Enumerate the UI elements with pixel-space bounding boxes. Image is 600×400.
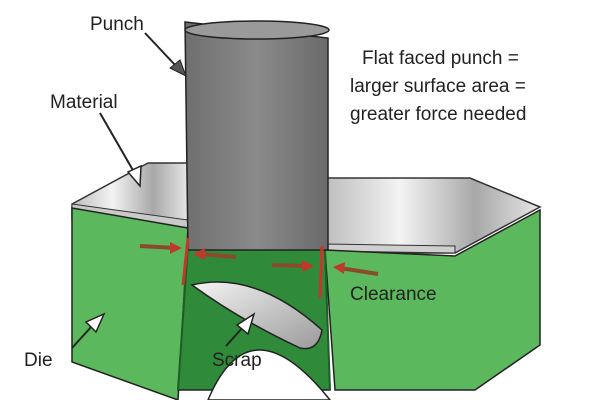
punch-label: Punch — [90, 14, 144, 35]
punch — [184, 20, 330, 251]
note-line-1: Flat faced punch = — [362, 48, 519, 69]
die-label: Die — [24, 350, 53, 371]
scrap-pointer-arrow — [225, 312, 256, 347]
scrap-slug — [190, 281, 323, 350]
die-pointer-arrow — [71, 312, 106, 349]
clearance-markers — [139, 237, 379, 299]
clearance-arrow-2 — [193, 248, 237, 260]
clearance-arrow-3 — [271, 260, 314, 272]
note-line-2: larger surface area = — [350, 76, 526, 97]
material-pointer-arrow — [99, 112, 142, 188]
scrap-label: Scrap — [212, 350, 262, 371]
note-text: Flat faced punch = larger surface area =… — [350, 48, 526, 125]
label-pointers — [71, 32, 256, 349]
clearance-arrow-1 — [139, 242, 182, 254]
punch-pointer-arrow — [144, 32, 187, 78]
material-label: Material — [50, 92, 118, 113]
material-sheet — [71, 162, 542, 254]
clearance-arrow-4 — [333, 262, 379, 276]
clearance-label: Clearance — [350, 284, 437, 305]
note-line-3: greater force needed — [350, 104, 526, 125]
